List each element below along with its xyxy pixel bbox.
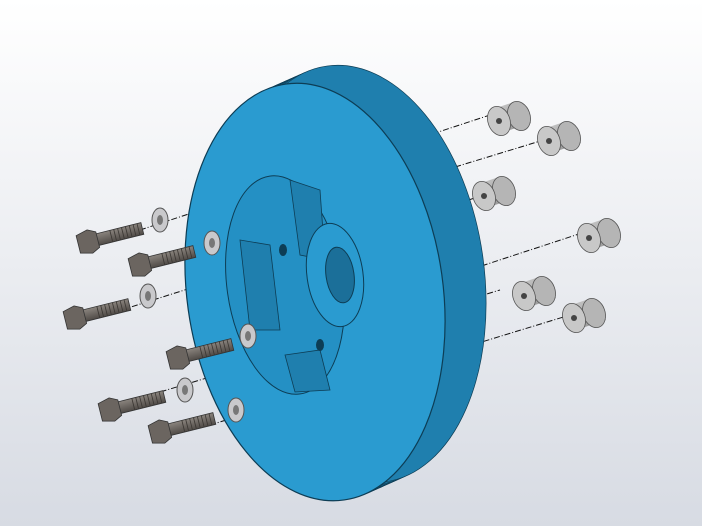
bolt-thread xyxy=(124,226,129,239)
bolt-thread xyxy=(139,396,143,409)
bolt-head xyxy=(127,252,153,277)
bolt-thread xyxy=(222,340,227,353)
spacer-bore xyxy=(496,118,502,124)
bolt-thread xyxy=(214,342,219,355)
bolt-thread xyxy=(184,247,189,260)
washer-hole xyxy=(157,215,163,225)
spacer-bore xyxy=(521,293,527,299)
bolt-hole xyxy=(316,339,324,351)
bolt-thread xyxy=(181,420,186,433)
bolt-thread xyxy=(113,229,118,242)
spacer xyxy=(487,101,531,136)
bolt-thread xyxy=(208,413,213,426)
bolt-thread xyxy=(132,224,137,237)
bolt-thread xyxy=(96,306,101,319)
bolt-thread xyxy=(136,223,141,236)
bolt-thread xyxy=(173,250,177,263)
bolt-thread xyxy=(200,415,205,428)
bolt xyxy=(62,298,132,330)
bolt-thread xyxy=(211,343,215,356)
spacer-bore xyxy=(571,315,577,321)
spacer xyxy=(537,121,581,156)
bolt-head xyxy=(147,419,173,444)
bolt-thread xyxy=(169,251,173,264)
bolt-thread xyxy=(123,299,128,312)
bolt-head xyxy=(97,397,123,422)
spacer xyxy=(562,298,606,333)
bolt-thread xyxy=(150,393,155,406)
bolt-thread xyxy=(111,302,116,315)
bolt-thread xyxy=(131,398,136,411)
bolt-thread xyxy=(207,344,211,357)
bolt-thread xyxy=(143,395,147,408)
bolt-thread xyxy=(161,253,166,266)
bolt xyxy=(75,222,145,254)
spacer-bore xyxy=(546,138,552,144)
spacer xyxy=(472,176,516,211)
spacer-bore xyxy=(586,235,592,241)
bolt xyxy=(165,338,235,370)
bolts xyxy=(62,222,235,444)
bolt-thread xyxy=(199,346,204,359)
bolt-thread xyxy=(204,414,209,427)
bolt-thread xyxy=(104,304,108,317)
bolt-thread xyxy=(218,341,223,354)
bolt-thread xyxy=(188,246,193,259)
washer-hole xyxy=(182,385,188,395)
bolt-thread xyxy=(115,301,120,314)
pulley xyxy=(184,64,487,502)
bolt-thread xyxy=(226,339,231,352)
bolt-thread xyxy=(176,249,181,262)
spacer-bore xyxy=(481,193,487,199)
bolt-head xyxy=(62,305,88,330)
bolt-thread xyxy=(154,392,159,405)
spacers xyxy=(472,101,621,333)
bolt-thread xyxy=(128,225,133,238)
bolt-thread xyxy=(135,397,140,410)
washer-hole xyxy=(233,405,239,415)
spacer xyxy=(512,276,556,311)
bolt-hole xyxy=(279,244,287,256)
bolt xyxy=(127,245,197,277)
bolt-thread xyxy=(117,228,121,241)
bolt-thread xyxy=(189,418,193,431)
bolt-thread xyxy=(165,252,170,265)
bolt-thread xyxy=(100,305,105,318)
bolt xyxy=(97,390,167,422)
washer-hole xyxy=(245,331,251,341)
centerline xyxy=(89,189,501,321)
pulley-center-bore xyxy=(325,246,355,304)
bolt-head xyxy=(75,229,101,254)
bolt-thread xyxy=(109,230,114,243)
pulley-hub-spokes xyxy=(239,239,281,331)
bolt-head xyxy=(165,345,191,370)
bolt xyxy=(147,412,217,444)
bolt-thread xyxy=(146,394,151,407)
bolt-thread xyxy=(108,303,112,316)
washers xyxy=(139,207,257,423)
bolt-thread xyxy=(180,248,185,261)
bolt-thread xyxy=(193,417,197,430)
bolt-thread xyxy=(185,419,190,432)
bolt-thread xyxy=(119,300,124,313)
spacer xyxy=(577,218,621,253)
washer-hole xyxy=(145,291,151,301)
bolt-thread xyxy=(121,227,125,240)
bolt-thread xyxy=(203,345,208,358)
bolt-thread xyxy=(196,416,201,429)
bolt-thread xyxy=(158,391,163,404)
washer-hole xyxy=(209,238,215,248)
